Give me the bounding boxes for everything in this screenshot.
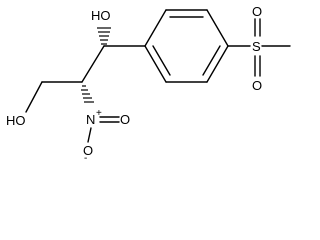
nitro-minus-charge: - (84, 153, 87, 161)
molecule-structure: HO HO N + O O - S O O (6, 4, 291, 161)
nitro-oxygen-single-label: O (83, 143, 93, 158)
sulfonyl-oxygen-bottom-label: O (252, 78, 262, 93)
n-o-single-bond (87, 127, 92, 143)
ring-bond (206, 45, 229, 83)
nitro-plus-charge: + (96, 108, 102, 119)
c1-oh-hashed-wedge (97, 27, 111, 45)
ring-bond (206, 9, 229, 47)
sulfonyl-oxygen-top-label: O (252, 4, 262, 19)
ring-bond (144, 9, 167, 47)
sulfur-label: S (252, 39, 261, 54)
benzene-ring (144, 9, 229, 83)
ring-double-bond (152, 45, 171, 76)
ch2-oh-bond (25, 81, 43, 113)
nitro-nitrogen-label: N (86, 112, 95, 127)
ring-bond (144, 45, 167, 83)
ring-double-bond (202, 45, 221, 76)
hydroxyl-bottom-label: HO (6, 113, 26, 128)
c1-c2-bond (81, 45, 105, 83)
c2-n-hashed-wedge (81, 85, 94, 103)
hydroxyl-top-label: HO (91, 8, 111, 23)
nitro-oxygen-double-label: O (120, 112, 130, 127)
